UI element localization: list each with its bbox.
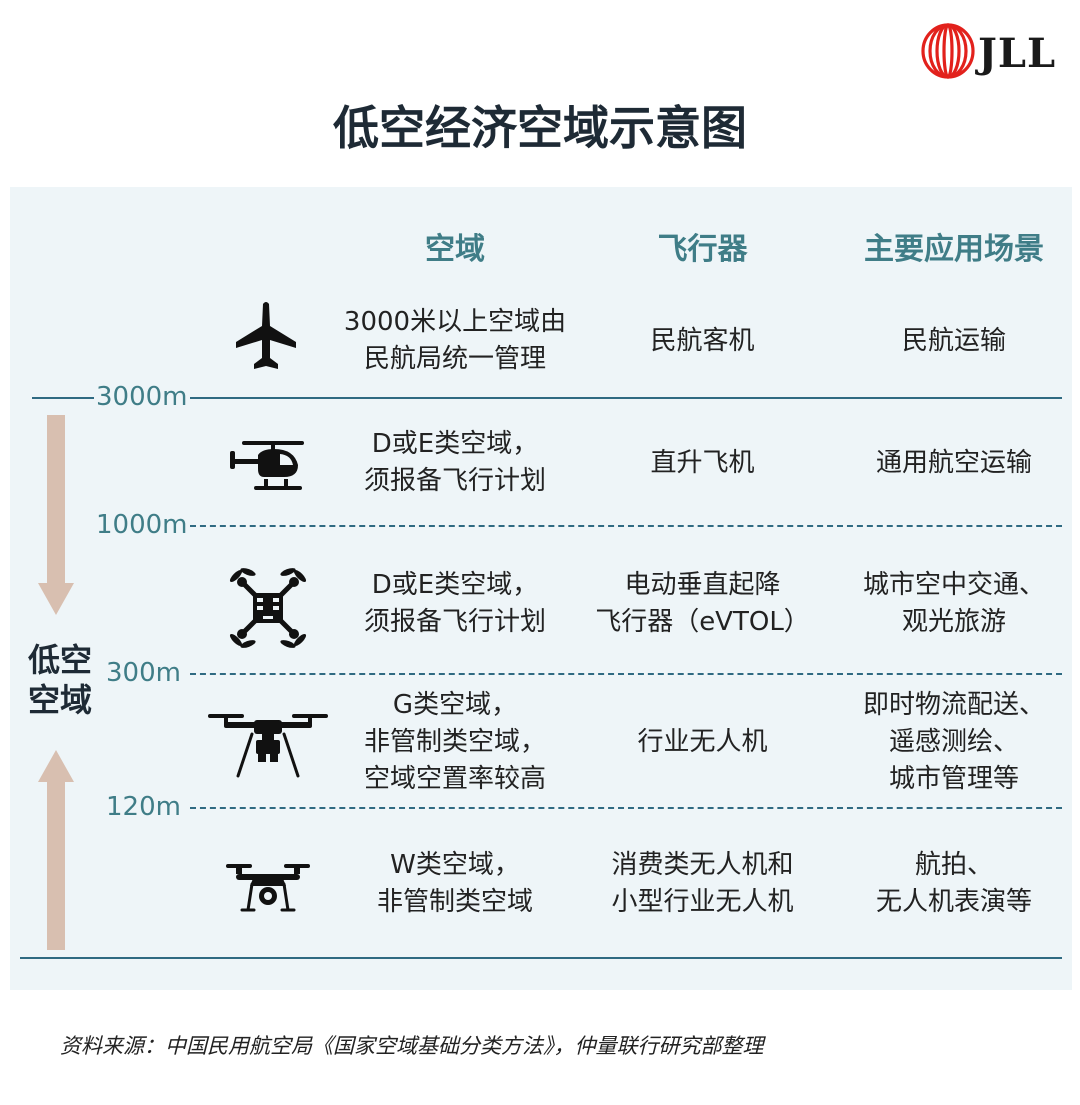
row-1-airspace: D或E类空域， 须报备飞行计划 bbox=[320, 425, 590, 501]
row-0-scenario: 民航运输 bbox=[840, 303, 1068, 379]
line-120m bbox=[190, 807, 1062, 809]
row-3-airspace-line1: G类空域， bbox=[392, 689, 518, 720]
line-3000m bbox=[32, 397, 1062, 399]
row-3-scenario: 即时物流配送、 遥感测绘、 城市管理等 bbox=[840, 686, 1068, 798]
row-3-scenario-line2: 遥感测绘、 bbox=[888, 726, 1019, 757]
jll-logo-mark-icon bbox=[921, 23, 975, 79]
jll-logo: JLL bbox=[920, 22, 1060, 82]
row-4-scenario: 航拍、 无人机表演等 bbox=[840, 846, 1068, 922]
page-title: 低空经济空域示意图 bbox=[333, 101, 747, 155]
row-2-aircraft-line1: 电动垂直起降 bbox=[624, 570, 781, 600]
altitude-3000m: 3000m bbox=[94, 382, 190, 412]
header-aircraft: 飞行器 bbox=[657, 232, 748, 267]
arrow-up-icon bbox=[38, 750, 74, 950]
row-3-airspace: G类空域， 非管制类空域， 空域空置率较高 bbox=[320, 686, 590, 798]
row-4-aircraft-line1: 消费类无人机和 bbox=[611, 850, 794, 880]
row-0-scenario-line1: 民航运输 bbox=[901, 325, 1006, 356]
low-airspace-label-line2: 空域 bbox=[27, 681, 92, 719]
line-ground bbox=[20, 957, 1062, 959]
diagram-panel bbox=[10, 187, 1072, 990]
row-2-aircraft: 电动垂直起降 飞行器（eVTOL） bbox=[585, 566, 820, 642]
row-0-aircraft: 民航客机 bbox=[590, 303, 815, 379]
row-2-scenario-line2: 观光旅游 bbox=[901, 607, 1006, 637]
row-4-scenario-line1: 航拍、 bbox=[914, 850, 993, 880]
altitude-120m: 120m bbox=[104, 792, 183, 822]
evtol-icon bbox=[229, 568, 307, 648]
row-4-airspace-line1: W类空域， bbox=[390, 850, 520, 880]
low-airspace-label: 低空 空域 bbox=[20, 640, 100, 720]
row-3-airspace-line3: 空域空置率较高 bbox=[363, 763, 546, 794]
row-0-airspace: 3000米以上空域由 民航局统一管理 bbox=[320, 303, 590, 379]
row-3-scenario-line1: 即时物流配送、 bbox=[862, 689, 1045, 720]
row-0-aircraft-line1: 民航客机 bbox=[650, 325, 755, 356]
altitude-300m: 300m bbox=[104, 658, 183, 688]
row-4-airspace: W类空域， 非管制类空域 bbox=[320, 846, 590, 922]
header-airspace: 空域 bbox=[425, 232, 485, 267]
row-4-aircraft: 消费类无人机和 小型行业无人机 bbox=[585, 846, 820, 922]
arrow-down-icon bbox=[38, 415, 74, 615]
helicopter-icon bbox=[230, 441, 304, 490]
row-2-aircraft-line2: 飞行器（eVTOL） bbox=[595, 607, 810, 637]
low-airspace-label-line1: 低空 bbox=[27, 641, 92, 679]
row-2-airspace-line1: D或E类空域， bbox=[371, 570, 539, 600]
row-2-scenario: 城市空中交通、 观光旅游 bbox=[840, 566, 1068, 642]
consumer-drone-icon bbox=[226, 864, 310, 912]
row-1-aircraft: 直升飞机 bbox=[590, 425, 815, 501]
line-300m bbox=[190, 673, 1062, 675]
row-3-aircraft: 行业无人机 bbox=[590, 686, 815, 798]
row-0-airspace-line2: 民航局统一管理 bbox=[363, 344, 546, 374]
line-1000m bbox=[190, 525, 1062, 527]
header-scenario: 主要应用场景 bbox=[864, 232, 1044, 267]
source-note: 资料来源：中国民用航空局《国家空域基础分类方法》，仲量联行研究部整理 bbox=[60, 1034, 764, 1058]
altitude-1000m: 1000m bbox=[94, 510, 190, 540]
row-2-airspace-line2: 须报备飞行计划 bbox=[363, 607, 546, 637]
row-4-scenario-line2: 无人机表演等 bbox=[875, 887, 1032, 917]
row-4-aircraft-line2: 小型行业无人机 bbox=[611, 887, 794, 917]
row-2-scenario-line1: 城市空中交通、 bbox=[862, 570, 1045, 600]
row-4-airspace-line2: 非管制类空域 bbox=[376, 887, 533, 917]
row-1-scenario: 通用航空运输 bbox=[840, 425, 1068, 501]
row-3-scenario-line3: 城市管理等 bbox=[888, 763, 1019, 794]
row-1-airspace-line2: 须报备飞行计划 bbox=[363, 466, 546, 496]
row-0-airspace-line1: 3000米以上空域由 bbox=[343, 307, 567, 337]
row-1-aircraft-line1: 直升飞机 bbox=[650, 447, 755, 478]
airplane-icon bbox=[236, 302, 296, 369]
row-1-airspace-line1: D或E类空域， bbox=[371, 429, 539, 459]
jll-logo-text: JLL bbox=[978, 30, 1057, 77]
row-2-airspace: D或E类空域， 须报备飞行计划 bbox=[320, 566, 590, 642]
row-3-aircraft-line1: 行业无人机 bbox=[637, 726, 768, 757]
row-3-airspace-line2: 非管制类空域， bbox=[363, 726, 546, 757]
row-1-scenario-line1: 通用航空运输 bbox=[875, 447, 1032, 478]
industrial-drone-icon bbox=[208, 714, 328, 778]
